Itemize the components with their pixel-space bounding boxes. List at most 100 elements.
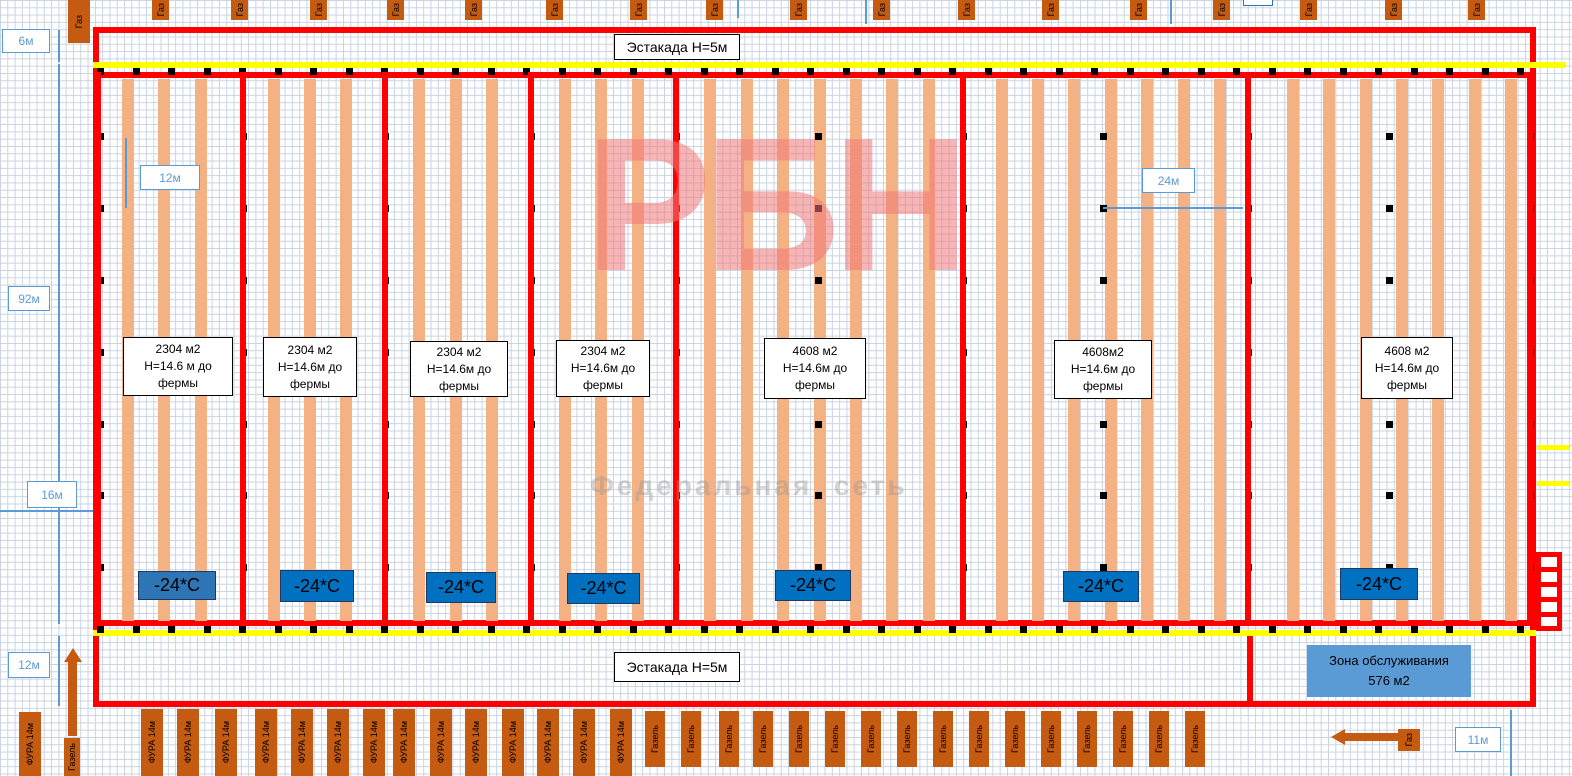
column: [239, 626, 246, 633]
watermark-text: Федеральная сеть: [590, 470, 908, 501]
truck: ФУРА 14м: [327, 709, 349, 776]
temperature-badge: -24*С: [1063, 571, 1139, 602]
van: Газ: [546, 0, 563, 20]
column: [842, 68, 850, 75]
hall-partition: [528, 72, 534, 626]
rack-row: [995, 79, 1008, 621]
vehicle-label: ФУРА 14м: [436, 721, 446, 764]
vehicle-label: Газель: [1046, 725, 1056, 753]
column: [1517, 626, 1524, 633]
arrow-left-icon: [1345, 733, 1400, 741]
van: Газ: [1398, 729, 1420, 751]
column: [984, 68, 992, 75]
column: [452, 626, 459, 633]
hall-height-suffix: фермы: [438, 378, 480, 393]
column: [132, 626, 140, 633]
column: [1100, 133, 1107, 140]
vehicle-label: Газ: [468, 3, 479, 17]
column: [1091, 68, 1098, 75]
service-zone-title: Зона обслуживания: [1329, 653, 1449, 668]
van: Газ: [630, 0, 647, 20]
column: [97, 68, 104, 75]
vehicle-label: Газ: [633, 3, 644, 17]
column: [1517, 68, 1524, 75]
dimension-16m: 16м: [27, 481, 77, 508]
hall-area: 4608 м2: [1384, 343, 1430, 358]
column: [1100, 421, 1107, 428]
truck: ФУРА 14м: [363, 709, 385, 776]
rack-row: [1323, 79, 1336, 621]
vehicle-label: Газ: [74, 14, 84, 29]
service-zone: Зона обслуживания 576 м2: [1307, 645, 1471, 697]
van: Газ: [958, 0, 975, 20]
dimension-11m: 11м: [1455, 727, 1501, 752]
truck: ФУРА 14м: [255, 709, 277, 776]
column: [1410, 68, 1418, 75]
column: [1055, 626, 1063, 633]
stairs: [1536, 552, 1562, 631]
truck: ФУРА 14м: [291, 709, 313, 776]
column: [1375, 68, 1382, 75]
rack-row: [886, 79, 899, 621]
service-zone-wall: [1247, 636, 1253, 706]
dimension-6m: 6м: [2, 29, 50, 53]
van: Газ: [706, 0, 723, 20]
column: [815, 205, 822, 212]
dimension-arrow: [58, 636, 60, 706]
van: Газель: [64, 738, 80, 776]
vehicle-label: Газ: [155, 3, 166, 17]
vehicle-label: Газель: [686, 725, 696, 753]
dimension-12m-column: 12м: [140, 165, 200, 190]
column: [1020, 626, 1027, 633]
column: [1386, 492, 1393, 499]
truck: ФУРА 14м: [465, 709, 487, 776]
column: [594, 626, 601, 633]
vehicle-label: ФУРА 14м: [25, 722, 35, 766]
rack-row: [704, 79, 717, 621]
arrow-down-icon: [865, 0, 867, 24]
column: [1386, 205, 1393, 212]
temperature-badge: -24*С: [138, 571, 216, 600]
vehicle-label: Газ: [1216, 3, 1227, 17]
column: [1386, 421, 1393, 428]
column: [736, 68, 743, 75]
column: [1410, 626, 1418, 633]
column: [1100, 564, 1107, 571]
truck: ФУРА 14м: [141, 709, 163, 776]
vehicle-label: Газель: [1010, 725, 1020, 753]
vehicle-label: Газ: [961, 3, 972, 17]
vehicle-label: Газ: [1388, 3, 1399, 17]
van: Газель: [645, 711, 665, 767]
column: [842, 626, 850, 633]
arrow-down-icon: [737, 0, 739, 18]
arrow-up-icon: [68, 660, 77, 736]
truck: ФУРА 14м: [537, 709, 559, 776]
hall-area: 2304 м2: [287, 342, 333, 357]
truck: ФУРА 14м: [573, 709, 595, 776]
dimension-arrow: [58, 30, 60, 62]
arrow-down-icon: [1170, 0, 1172, 24]
column: [700, 68, 708, 75]
hall-wall-top: [93, 72, 1536, 78]
vehicle-label: Газ: [549, 3, 560, 17]
van: Газель: [825, 711, 845, 767]
column: [1197, 68, 1205, 75]
dimension-12m-dock: 12м: [8, 652, 50, 678]
van: Газель: [1113, 711, 1133, 767]
dimension-arrow: [1103, 207, 1243, 209]
column: [1304, 626, 1311, 633]
dimension-arrow: [58, 64, 60, 624]
column: [274, 68, 282, 75]
column: [1339, 626, 1347, 633]
column: [1100, 492, 1107, 499]
van: Газ: [873, 0, 890, 20]
hall-height: Н=14.6м до: [570, 361, 636, 375]
column: [1339, 68, 1347, 75]
hall-area: 4608м2: [1082, 345, 1124, 359]
column: [815, 421, 822, 428]
truck: ФУРА 14м: [177, 709, 199, 776]
van: Газель: [1005, 711, 1025, 767]
hall-area: 2304 м2: [580, 344, 626, 358]
hall-partition: [1527, 72, 1533, 626]
vehicle-label: ФУРА 14м: [543, 721, 553, 764]
